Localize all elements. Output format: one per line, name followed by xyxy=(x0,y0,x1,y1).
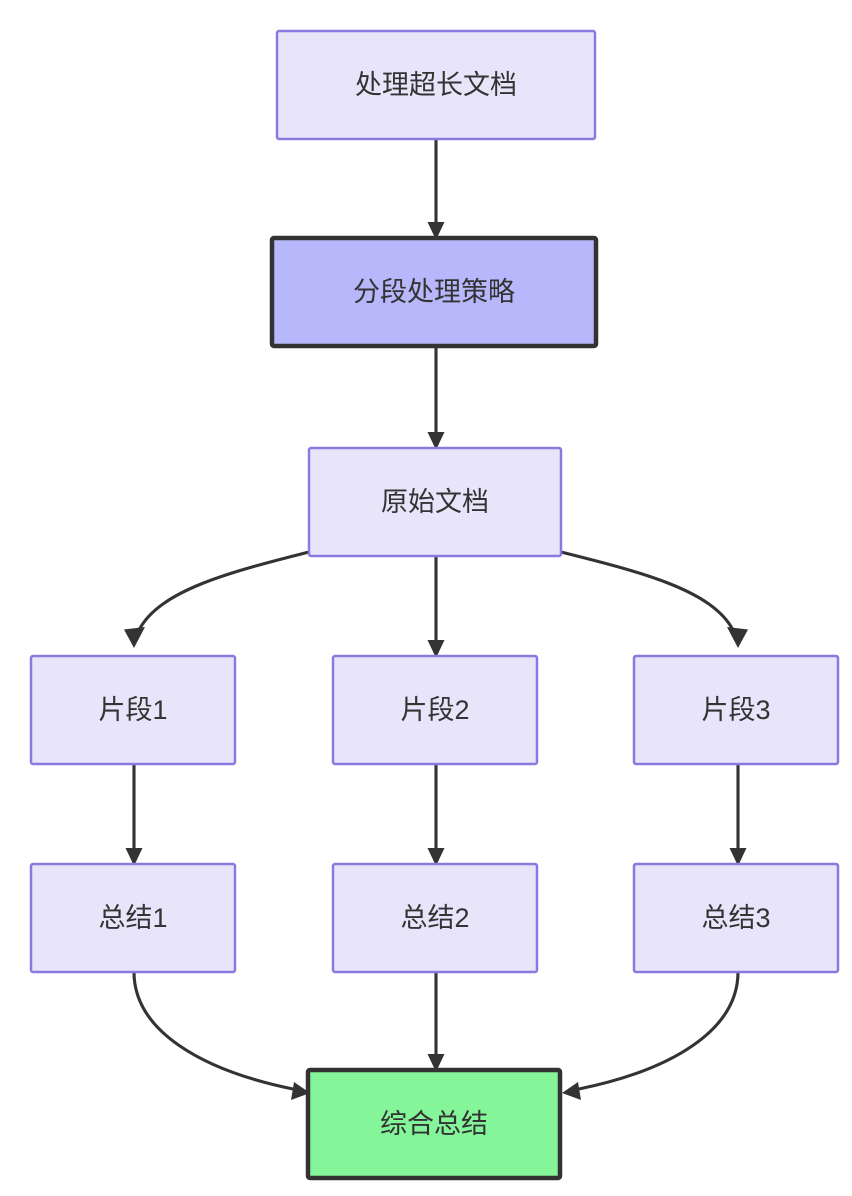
node-final-label: 综合总结 xyxy=(380,1109,488,1139)
node-strategy-shape[interactable] xyxy=(269,235,599,349)
arrow-head-icon xyxy=(727,627,748,648)
node-chunk1-label: 片段1 xyxy=(98,695,167,725)
node-chunk3-label: 片段3 xyxy=(701,695,770,725)
node-sum2-label: 总结2 xyxy=(400,903,469,933)
edge-source-to-chunk1 xyxy=(124,550,310,648)
node-sum1[interactable]: 总结1 xyxy=(29,862,237,974)
arrow-head-icon xyxy=(125,848,143,866)
edge-layer xyxy=(124,139,748,1100)
arrow-head-icon xyxy=(427,848,445,866)
node-sum3[interactable]: 总结3 xyxy=(632,862,840,974)
node-source-label: 原始文档 xyxy=(381,487,489,517)
arrow-head-icon xyxy=(562,1082,581,1100)
node-sum2-shape[interactable] xyxy=(331,862,539,974)
arrow-head-icon xyxy=(427,640,445,658)
node-chunk1-shape[interactable] xyxy=(29,654,237,766)
edge-doc-to-strategy xyxy=(427,139,445,240)
node-layer: 处理超长文档 分段处理策略 原始文档 片段1 片段2 片段3 xyxy=(29,29,840,1181)
node-chunk2[interactable]: 片段2 xyxy=(331,654,539,766)
node-chunk1[interactable]: 片段1 xyxy=(29,654,237,766)
node-sum2[interactable]: 总结2 xyxy=(331,862,539,974)
node-strategy-label: 分段处理策略 xyxy=(353,277,515,307)
edge-source-to-chunk3 xyxy=(560,550,748,648)
node-source-shape[interactable] xyxy=(307,446,563,558)
node-chunk2-shape[interactable] xyxy=(331,654,539,766)
node-final[interactable]: 综合总结 xyxy=(305,1067,563,1181)
edge-chunk1-to-sum1 xyxy=(125,764,143,866)
edge-source-to-chunk2 xyxy=(427,556,445,658)
edge-strategy-to-source xyxy=(427,346,445,450)
arrow-head-icon xyxy=(427,1054,445,1072)
node-sum3-shape[interactable] xyxy=(632,862,840,974)
edge-sum1-to-final xyxy=(132,971,310,1100)
arrow-head-icon xyxy=(427,432,445,450)
node-sum3-label: 总结3 xyxy=(701,903,770,933)
node-chunk2-label: 片段2 xyxy=(400,695,469,725)
node-source[interactable]: 原始文档 xyxy=(307,446,563,558)
edge-sum2-to-final xyxy=(427,972,445,1072)
node-chunk3[interactable]: 片段3 xyxy=(632,654,840,766)
arrow-head-icon xyxy=(291,1082,310,1100)
arrow-head-icon xyxy=(427,222,445,240)
arrow-head-icon xyxy=(729,848,747,866)
node-doc-shape[interactable] xyxy=(275,29,597,141)
node-doc-label: 处理超长文档 xyxy=(355,70,517,100)
node-sum1-shape[interactable] xyxy=(29,862,237,974)
node-chunk3-shape[interactable] xyxy=(632,654,840,766)
edge-chunk2-to-sum2 xyxy=(427,764,445,866)
arrow-head-icon xyxy=(124,627,145,648)
node-strategy[interactable]: 分段处理策略 xyxy=(269,235,599,349)
node-final-shape[interactable] xyxy=(305,1067,563,1181)
node-doc[interactable]: 处理超长文档 xyxy=(275,29,597,141)
node-sum1-label: 总结1 xyxy=(98,903,167,933)
edge-chunk3-to-sum3 xyxy=(729,764,747,866)
edge-sum3-to-final xyxy=(562,971,740,1100)
